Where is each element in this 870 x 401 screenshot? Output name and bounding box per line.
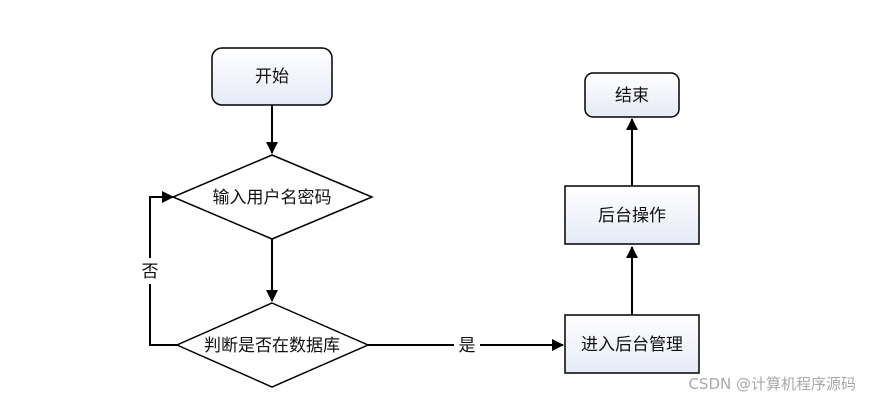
node-check: 判断是否在数据库 [175,302,370,388]
no-label-bg [138,258,162,284]
node-start-label: 开始 [255,67,289,87]
node-end-label: 结束 [615,86,649,106]
node-end: 结束 [584,72,680,118]
edges [149,105,638,351]
yes-label-bg [454,333,480,357]
edge-label-yes: 是 [459,336,476,356]
node-input: 输入用户名密码 [171,154,374,240]
node-start: 开始 [211,47,333,106]
node-input-label: 输入用户名密码 [213,188,332,208]
node-operate: 后台操作 [564,185,700,245]
node-enter-label: 进入后台管理 [581,335,683,355]
watermark: CSDN @计算机程序源码 [688,375,856,393]
node-enter: 进入后台管理 [564,314,700,374]
node-check-label: 判断是否在数据库 [204,336,340,356]
edge-label-no: 否 [142,262,159,282]
node-operate-label: 后台操作 [598,206,666,226]
